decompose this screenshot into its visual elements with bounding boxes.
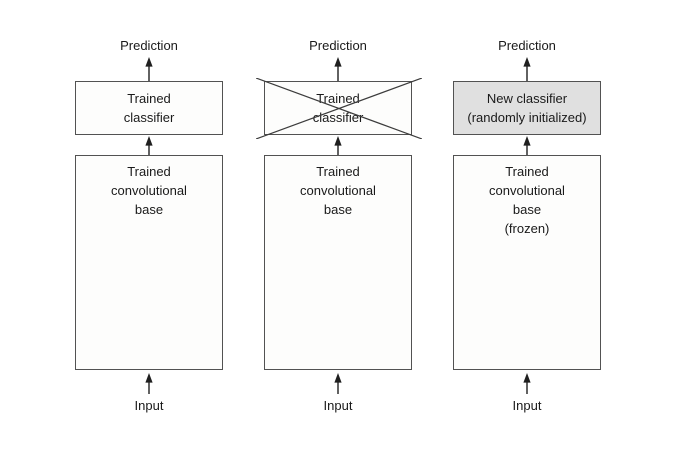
base-line: base [512,202,542,217]
classifier-line: New classifier [486,91,568,106]
classifier-line: (randomly initialized) [467,110,587,125]
arrow-up-icon [334,57,342,81]
arrow-up-icon [334,136,342,155]
arrow-up-icon [145,136,153,155]
arrow-up-icon [145,57,153,81]
base-line: base [323,202,353,217]
arrow-up-icon [334,373,342,394]
base-line: (frozen) [504,221,550,236]
prediction-label: Prediction [309,38,367,53]
arrow-up-icon [145,373,153,394]
trained-classifier-box: Trained classifier [75,81,223,135]
base-line: Trained [505,164,549,179]
arrow-up-icon [523,57,531,81]
conv-base-box: Trained convolutional base [264,155,412,370]
classifier-line: classifier [123,110,175,125]
base-line: convolutional [111,183,187,198]
conv-base-frozen-box: Trained convolutional base (frozen) [453,155,601,370]
column-new-classifier: Prediction New classifier (randomly init… [453,0,601,453]
column-removed-classifier: Prediction Trained classifier Trained co… [256,0,422,453]
new-classifier-box: New classifier (randomly initialized) [453,81,601,135]
crossed-classifier-box: Trained classifier [256,78,422,139]
prediction-label: Prediction [120,38,178,53]
classifier-line: Trained [127,91,171,106]
base-line: convolutional [300,183,376,198]
base-line: Trained [316,164,360,179]
classifier-line: classifier [312,110,364,125]
input-label: Input [512,398,542,413]
arrow-up-icon [523,136,531,155]
prediction-label: Prediction [498,38,556,53]
classifier-line: Trained [316,91,360,106]
input-label: Input [134,398,164,413]
input-label: Input [323,398,353,413]
base-line: base [134,202,164,217]
column-trained-classifier: Prediction Trained classifier Trained co… [75,0,223,453]
conv-base-box: Trained convolutional base [75,155,223,370]
base-line: Trained [127,164,171,179]
base-line: convolutional [489,183,565,198]
arrow-up-icon [523,373,531,394]
